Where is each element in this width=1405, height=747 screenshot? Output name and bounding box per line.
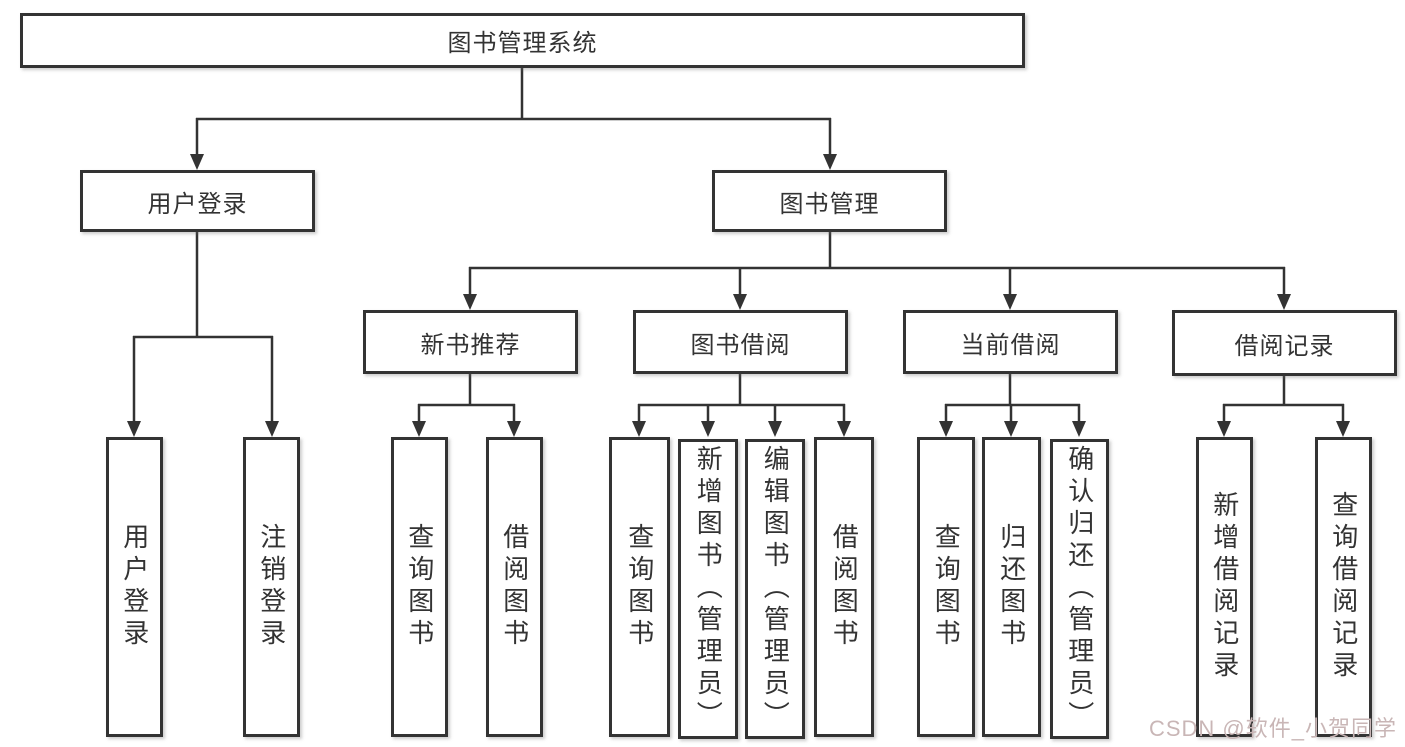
- node-current-borrow-label: 当前借阅: [960, 331, 1061, 359]
- node-user-login-label: 用户登录: [147, 190, 248, 218]
- node-book-mgmt-label: 图书管理: [779, 190, 880, 218]
- node-leaf-user-login-label: 用户登录: [119, 523, 150, 651]
- node-leaf-logout-label: 注销登录: [256, 523, 287, 651]
- node-user-login: 用户登录: [80, 170, 315, 232]
- node-leaf-logout: 注销登录: [243, 437, 300, 737]
- node-new-book-rec-label: 新书推荐: [420, 331, 521, 359]
- node-leaf-bb-borrow-book-label: 借阅图书: [829, 523, 860, 651]
- node-leaf-nbr-query-book: 查询图书: [391, 437, 448, 737]
- node-root: 图书管理系统: [20, 13, 1025, 68]
- node-leaf-br-add-record-label: 新增借阅记录: [1209, 491, 1240, 683]
- node-leaf-bb-query-book: 查询图书: [609, 437, 670, 737]
- node-leaf-bb-add-book: 新增图书（管理员）: [678, 439, 738, 739]
- node-leaf-nbr-borrow-book-label: 借阅图书: [499, 523, 530, 651]
- node-leaf-cb-confirm-return: 确认归还（管理员）: [1050, 439, 1109, 739]
- node-leaf-user-login: 用户登录: [106, 437, 163, 737]
- node-root-label: 图书管理系统: [447, 30, 598, 57]
- watermark-text: CSDN @软件_小贺同学: [1148, 716, 1397, 741]
- node-book-borrow-label: 图书借阅: [690, 331, 791, 359]
- node-leaf-cb-return-book: 归还图书: [982, 437, 1041, 737]
- node-leaf-cb-query-book: 查询图书: [917, 437, 975, 737]
- node-leaf-bb-edit-book-label: 编辑图书（管理员）: [760, 445, 791, 733]
- node-leaf-cb-query-book-label: 查询图书: [931, 523, 962, 651]
- node-book-mgmt: 图书管理: [712, 170, 947, 232]
- node-leaf-br-query-record: 查询借阅记录: [1315, 437, 1372, 737]
- node-leaf-cb-confirm-return-label: 确认归还（管理员）: [1064, 445, 1095, 733]
- node-leaf-bb-add-book-label: 新增图书（管理员）: [693, 445, 724, 733]
- node-borrow-records: 借阅记录: [1172, 310, 1397, 376]
- node-leaf-bb-query-book-label: 查询图书: [624, 523, 655, 651]
- node-leaf-br-add-record: 新增借阅记录: [1196, 437, 1253, 737]
- node-leaf-nbr-query-book-label: 查询图书: [404, 523, 435, 651]
- node-leaf-br-query-record-label: 查询借阅记录: [1328, 491, 1359, 683]
- node-leaf-bb-borrow-book: 借阅图书: [814, 437, 874, 737]
- node-leaf-cb-return-book-label: 归还图书: [996, 523, 1027, 651]
- node-leaf-bb-edit-book: 编辑图书（管理员）: [745, 439, 805, 739]
- node-current-borrow: 当前借阅: [903, 310, 1118, 374]
- node-leaf-nbr-borrow-book: 借阅图书: [486, 437, 543, 737]
- node-book-borrow: 图书借阅: [633, 310, 848, 374]
- node-borrow-records-label: 借阅记录: [1234, 332, 1335, 360]
- node-new-book-rec: 新书推荐: [363, 310, 578, 374]
